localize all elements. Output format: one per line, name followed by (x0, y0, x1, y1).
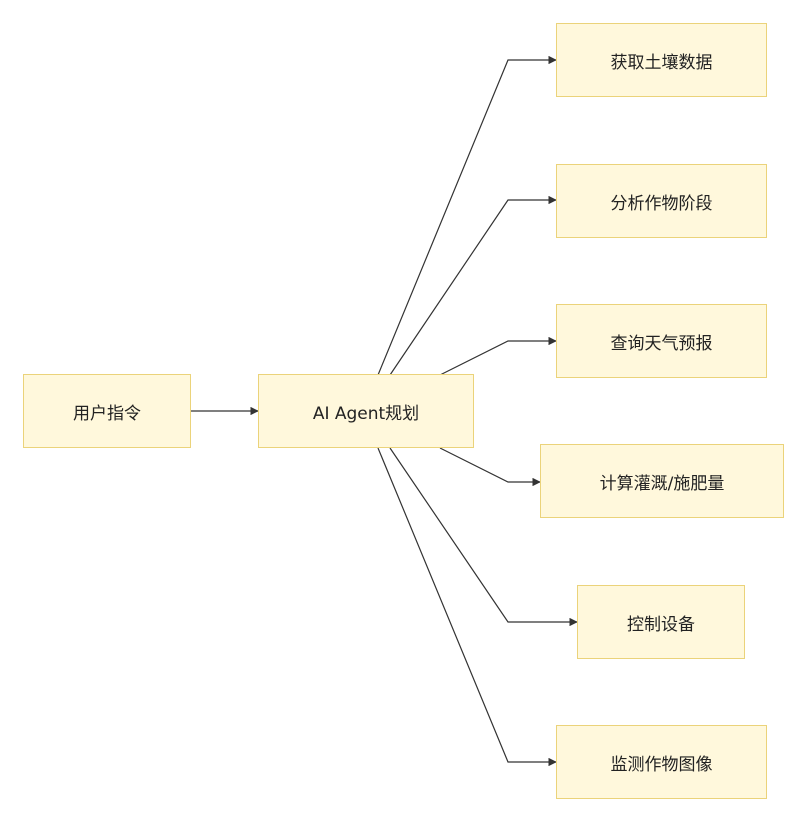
node-analyze-crop-stage: 分析作物阶段 (556, 164, 767, 238)
node-query-weather-forecast: 查询天气预报 (556, 304, 767, 378)
node-monitor-crop-images: 监测作物图像 (556, 725, 767, 799)
node-user-instruction: 用户指令 (23, 374, 191, 448)
edge-agent-to-crop (389, 195, 557, 376)
node-get-soil-data: 获取土壤数据 (556, 23, 767, 97)
edge-agent-to-calc (439, 447, 541, 487)
edge-agent-to-soil (377, 55, 557, 376)
edge-agent-to-monitor (377, 447, 557, 767)
edge-agent-to-device (389, 447, 578, 627)
node-control-device: 控制设备 (577, 585, 745, 659)
node-ai-agent-planning: AI Agent规划 (258, 374, 474, 448)
edge-agent-to-weather (439, 336, 557, 376)
node-calc-irrigation-fertilization: 计算灌溉/施肥量 (540, 444, 784, 518)
